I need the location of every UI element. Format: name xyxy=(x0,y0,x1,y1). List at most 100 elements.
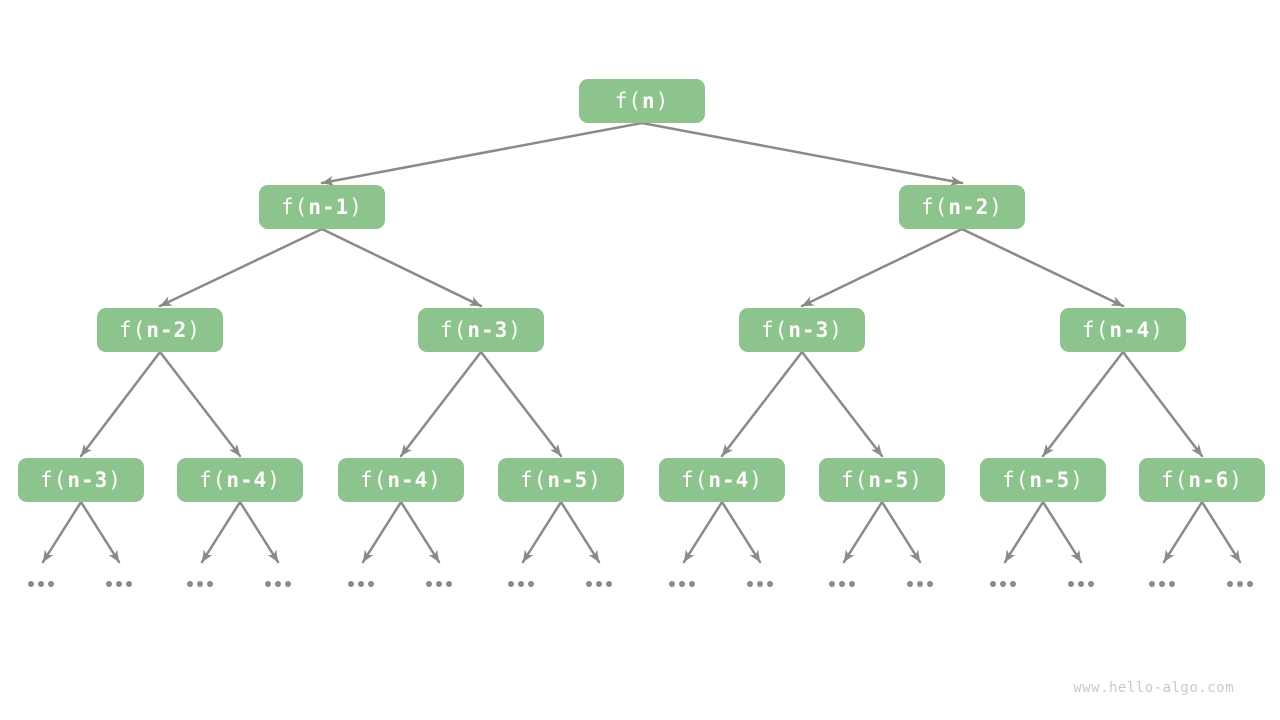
ellipsis-dot xyxy=(207,581,213,587)
ellipsis-dot xyxy=(1078,581,1084,587)
tree-edge-arrow xyxy=(880,500,922,564)
tree-node: f(n-4) xyxy=(659,458,785,502)
tree-node-label: ) xyxy=(349,195,363,219)
tree-node-label: f( xyxy=(1082,318,1110,342)
tree-node-label: f( xyxy=(1161,468,1189,492)
tree-node-label: f( xyxy=(119,318,147,342)
ellipsis-dot xyxy=(368,581,374,587)
tree-node-label: f( xyxy=(614,89,642,113)
tree-edge-arrow xyxy=(1041,500,1083,564)
ellipsis-dot xyxy=(689,581,695,587)
ellipsis-dot xyxy=(596,581,602,587)
tree-node: f(n-5) xyxy=(980,458,1106,502)
ellipsis-dot xyxy=(38,581,44,587)
tree-node-label: n-3 xyxy=(788,318,830,342)
tree-edge-arrow xyxy=(1121,350,1204,458)
tree-edge-arrow xyxy=(682,500,724,564)
tree-edge-arrow xyxy=(399,350,483,458)
tree-edge-arrow xyxy=(79,500,121,564)
tree-node-label: n xyxy=(641,89,656,113)
tree-node-label: n-2 xyxy=(948,195,990,219)
tree-edge-arrow xyxy=(521,500,563,564)
tree-node: f(n-2) xyxy=(97,308,223,352)
ellipsis-dot xyxy=(106,581,112,587)
ellipsis-dots xyxy=(508,581,534,587)
tree-edge-arrow xyxy=(1162,500,1204,564)
tree-node-label: n-2 xyxy=(146,318,188,342)
ellipsis-dot xyxy=(586,581,592,587)
tree-edge-arrow xyxy=(79,350,162,458)
tree-node-label: n-4 xyxy=(708,468,750,492)
tree-node: f(n) xyxy=(579,79,705,123)
ellipsis-dot xyxy=(358,581,364,587)
tree-node-label: f( xyxy=(199,468,227,492)
ellipsis-dots xyxy=(28,581,54,587)
tree-node: f(n-6) xyxy=(1139,458,1265,502)
tree-node: f(n-5) xyxy=(819,458,945,502)
tree-node-label: n-4 xyxy=(1109,318,1151,342)
tree-node: f(n-4) xyxy=(338,458,464,502)
tree-node: f(n-3) xyxy=(18,458,144,502)
tree-node-label: ) xyxy=(655,89,670,113)
tree-node-label: n-5 xyxy=(868,468,910,492)
tree-node: f(n-5) xyxy=(498,458,624,502)
ellipsis-dots xyxy=(829,581,855,587)
tree-node-label: ) xyxy=(909,468,923,492)
tree-edge-arrow xyxy=(720,500,762,564)
ellipsis-dots xyxy=(187,581,213,587)
tree-node-label: ) xyxy=(108,468,122,492)
ellipsis-dot xyxy=(1149,581,1155,587)
tree-edge-arrow xyxy=(800,227,964,308)
tree-edge-arrow xyxy=(41,500,83,564)
tree-node-label: f( xyxy=(1002,468,1030,492)
ellipsis-dot xyxy=(1247,581,1253,587)
tree-node-label: ) xyxy=(187,318,201,342)
tree-edge-arrow xyxy=(842,500,884,564)
tree-edge-arrow xyxy=(320,227,483,308)
tree-edge-arrow xyxy=(640,121,964,186)
watermark: www.hello-algo.com xyxy=(1073,680,1234,696)
tree-node-label: n-3 xyxy=(467,318,509,342)
ellipsis-dots xyxy=(1068,581,1094,587)
ellipsis-dots xyxy=(747,581,773,587)
ellipsis-dot xyxy=(48,581,54,587)
ellipsis-dot xyxy=(829,581,835,587)
tree-node: f(n-4) xyxy=(177,458,303,502)
tree-edge-arrow xyxy=(320,121,644,186)
ellipsis-dots xyxy=(669,581,695,587)
ellipsis-dot xyxy=(426,581,432,587)
ellipsis-dot xyxy=(767,581,773,587)
tree-node-label: f( xyxy=(520,468,548,492)
tree-node-label: ) xyxy=(588,468,602,492)
tree-edge-arrow xyxy=(399,500,441,564)
ellipsis-dot xyxy=(839,581,845,587)
ellipsis-dot xyxy=(927,581,933,587)
ellipsis-dot xyxy=(436,581,442,587)
ellipsis-dots xyxy=(348,581,374,587)
ellipsis-dot xyxy=(1088,581,1094,587)
ellipsis-dot xyxy=(1159,581,1165,587)
ellipsis-dot xyxy=(669,581,675,587)
ellipsis-dots xyxy=(265,581,291,587)
tree-node-label: ) xyxy=(428,468,442,492)
tree-node-label: n-4 xyxy=(226,468,268,492)
ellipsis-dot xyxy=(275,581,281,587)
tree-edge-arrow xyxy=(200,500,242,564)
tree-node-label: ) xyxy=(1070,468,1084,492)
tree-node-label: f( xyxy=(281,195,309,219)
ellipsis-dots xyxy=(586,581,612,587)
tree-edge-arrow xyxy=(720,350,804,458)
tree-node-label: n-3 xyxy=(67,468,109,492)
ellipsis-dot xyxy=(849,581,855,587)
tree-node-label: ) xyxy=(267,468,281,492)
ellipsis-dot xyxy=(990,581,996,587)
ellipsis-dot xyxy=(1227,581,1233,587)
ellipsis-dot xyxy=(907,581,913,587)
tree-edge-arrow xyxy=(158,227,324,308)
ellipsis-dot xyxy=(1068,581,1074,587)
tree-edge-arrow xyxy=(158,350,242,458)
tree-node-label: f( xyxy=(40,468,68,492)
tree-edge-arrow xyxy=(1041,350,1125,458)
